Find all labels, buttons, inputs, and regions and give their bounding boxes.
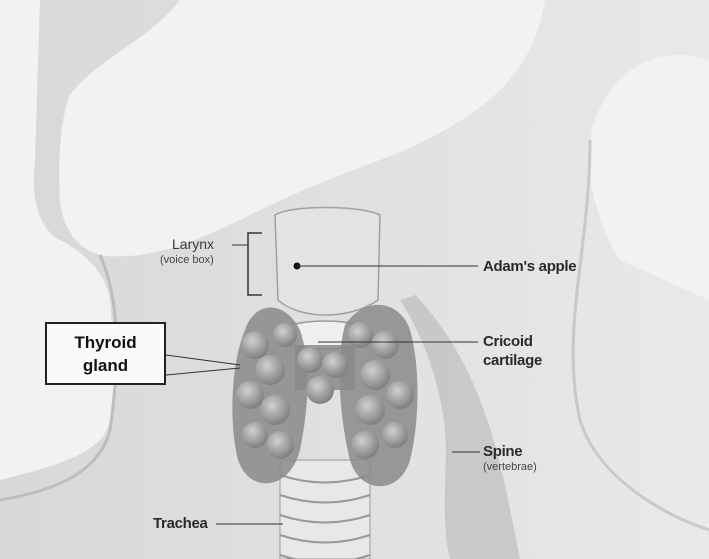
larynx-shape: [275, 208, 380, 316]
cricoid-label-line2: cartilage: [483, 352, 542, 369]
thyroid-label-line2: gland: [47, 356, 164, 376]
trachea-label: Trachea: [153, 515, 208, 532]
thyroid-label-box: Thyroid gland: [45, 322, 166, 385]
spine-sublabel: (vertebrae): [483, 461, 537, 473]
larynx-sublabel: (voice box): [160, 254, 214, 266]
thyroid-label-line1: Thyroid: [47, 333, 164, 353]
larynx-label: Larynx: [172, 236, 214, 252]
cricoid-label-line1: Cricoid: [483, 333, 533, 350]
spine-label: Spine: [483, 443, 522, 460]
trachea-shape: [280, 460, 370, 559]
adams-apple-label: Adam's apple: [483, 258, 576, 275]
